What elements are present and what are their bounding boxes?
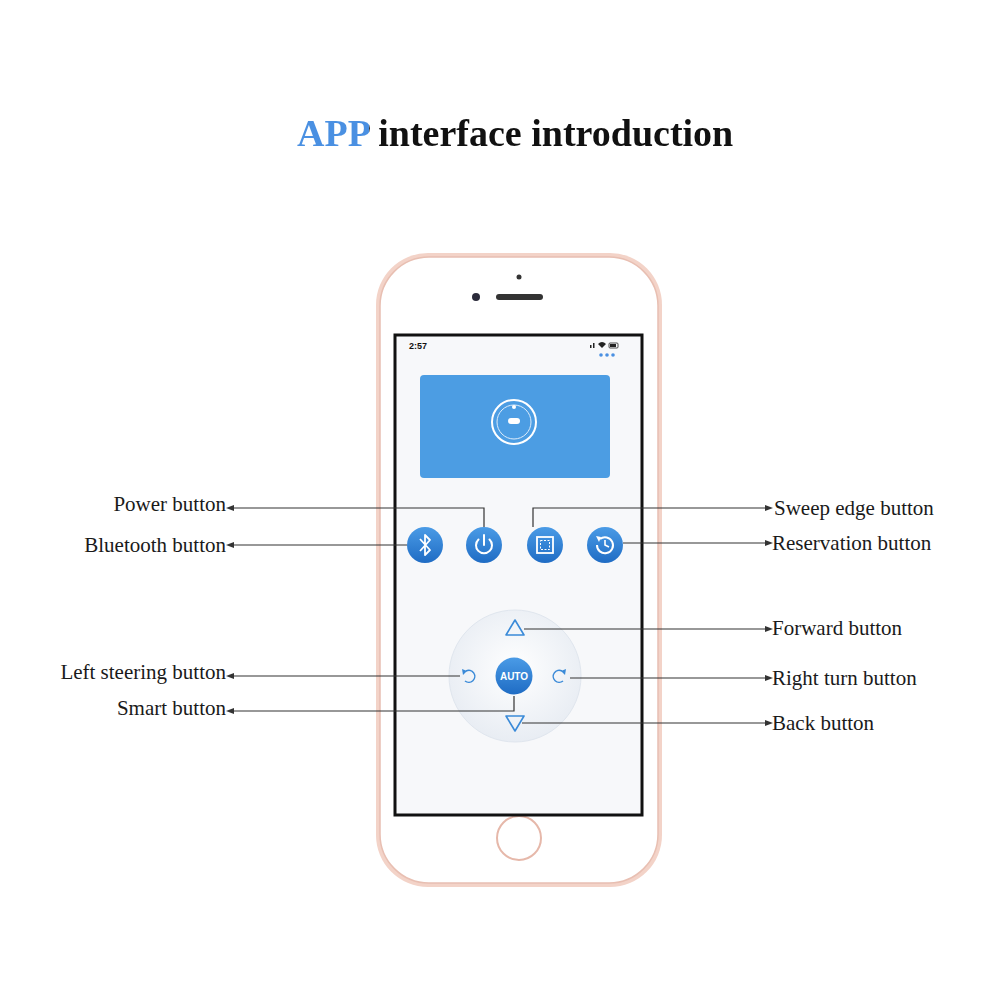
- power-button-part: [466, 527, 502, 563]
- button-text: AUTO: [500, 671, 528, 682]
- screen-part-part: [598, 342, 606, 348]
- reservation-button-part: [596, 536, 601, 542]
- leader-lines-part: [234, 675, 460, 676]
- robot-display-part: [512, 405, 516, 409]
- leader-lines-part: [234, 544, 407, 545]
- leader-lines-part: [234, 508, 484, 527]
- phone-body-part: [496, 294, 543, 300]
- screen-part-part: [590, 345, 592, 348]
- screen-part: [590, 342, 618, 348]
- sweep-edge-button-part: [527, 527, 563, 563]
- button-label: Right turn button: [772, 666, 917, 690]
- robot-display-part: [497, 405, 531, 439]
- phone-body-part: [517, 275, 522, 280]
- power-button: [466, 527, 502, 563]
- reservation-button-part: [605, 540, 609, 547]
- control-pad-part: [462, 669, 467, 675]
- bluetooth-button-part: [407, 527, 443, 563]
- page-title: APP interface introduction: [297, 111, 733, 155]
- phone-body: [376, 253, 662, 887]
- screen-part: [395, 335, 642, 815]
- reservation-button: [587, 527, 623, 563]
- button-label: Back button: [772, 711, 874, 735]
- button-label: Left steering button: [60, 660, 226, 684]
- phone-body-part: [380, 257, 658, 883]
- leader-lines-part: [533, 508, 765, 527]
- leader-lines: [234, 508, 765, 723]
- button-label: Smart button: [117, 696, 226, 720]
- screen-part: [599, 353, 615, 357]
- power-button-part: [483, 535, 485, 545]
- bluetooth-button-part: [420, 535, 430, 555]
- control-pad-part: [465, 670, 475, 682]
- robot-display-part: [420, 375, 610, 478]
- screen-part-part: [599, 353, 603, 357]
- button-label: Sweep edge button: [774, 496, 934, 520]
- leader-lines-part: [524, 628, 765, 629]
- control-pad-part: [506, 620, 524, 635]
- phone-body-part: [472, 293, 480, 301]
- button-label: Bluetooth button: [84, 533, 226, 557]
- control-pad: [449, 610, 581, 742]
- control-pad-part: [553, 670, 563, 682]
- leader-lines-part: [234, 696, 514, 711]
- screen-part-part: [610, 344, 616, 347]
- button-fill: [496, 658, 533, 695]
- sweep-edge-button: [527, 527, 563, 563]
- screen-part-part: [605, 353, 609, 357]
- phone-body-part: [497, 816, 541, 860]
- leader-lines-part: [623, 542, 765, 543]
- sweep-edge-button-part: [541, 541, 550, 550]
- robot-display-part: [508, 418, 520, 424]
- screen-part-part: [611, 353, 615, 357]
- control-pad-part: [449, 610, 581, 742]
- smart-button: AUTO: [495, 657, 533, 695]
- control-pad-part: [506, 716, 524, 731]
- screen-part-part: [609, 343, 618, 348]
- button-label: Forward button: [772, 616, 902, 640]
- button-label: Power button: [113, 492, 226, 516]
- screen-part-part: [593, 343, 595, 348]
- screen: [395, 335, 642, 815]
- sweep-edge-button-part: [537, 537, 553, 553]
- reservation-button-part: [587, 527, 623, 563]
- status-time: 2:57: [409, 341, 427, 351]
- leader-lines-part: [522, 722, 765, 723]
- leader-lines-part: [570, 677, 765, 678]
- robot-display-part: [492, 400, 536, 444]
- robot-display: [420, 375, 610, 478]
- button-label: Reservation button: [772, 531, 931, 555]
- phone-body-part: [376, 253, 662, 887]
- bluetooth-button: [407, 527, 443, 563]
- control-pad-part: [561, 669, 566, 675]
